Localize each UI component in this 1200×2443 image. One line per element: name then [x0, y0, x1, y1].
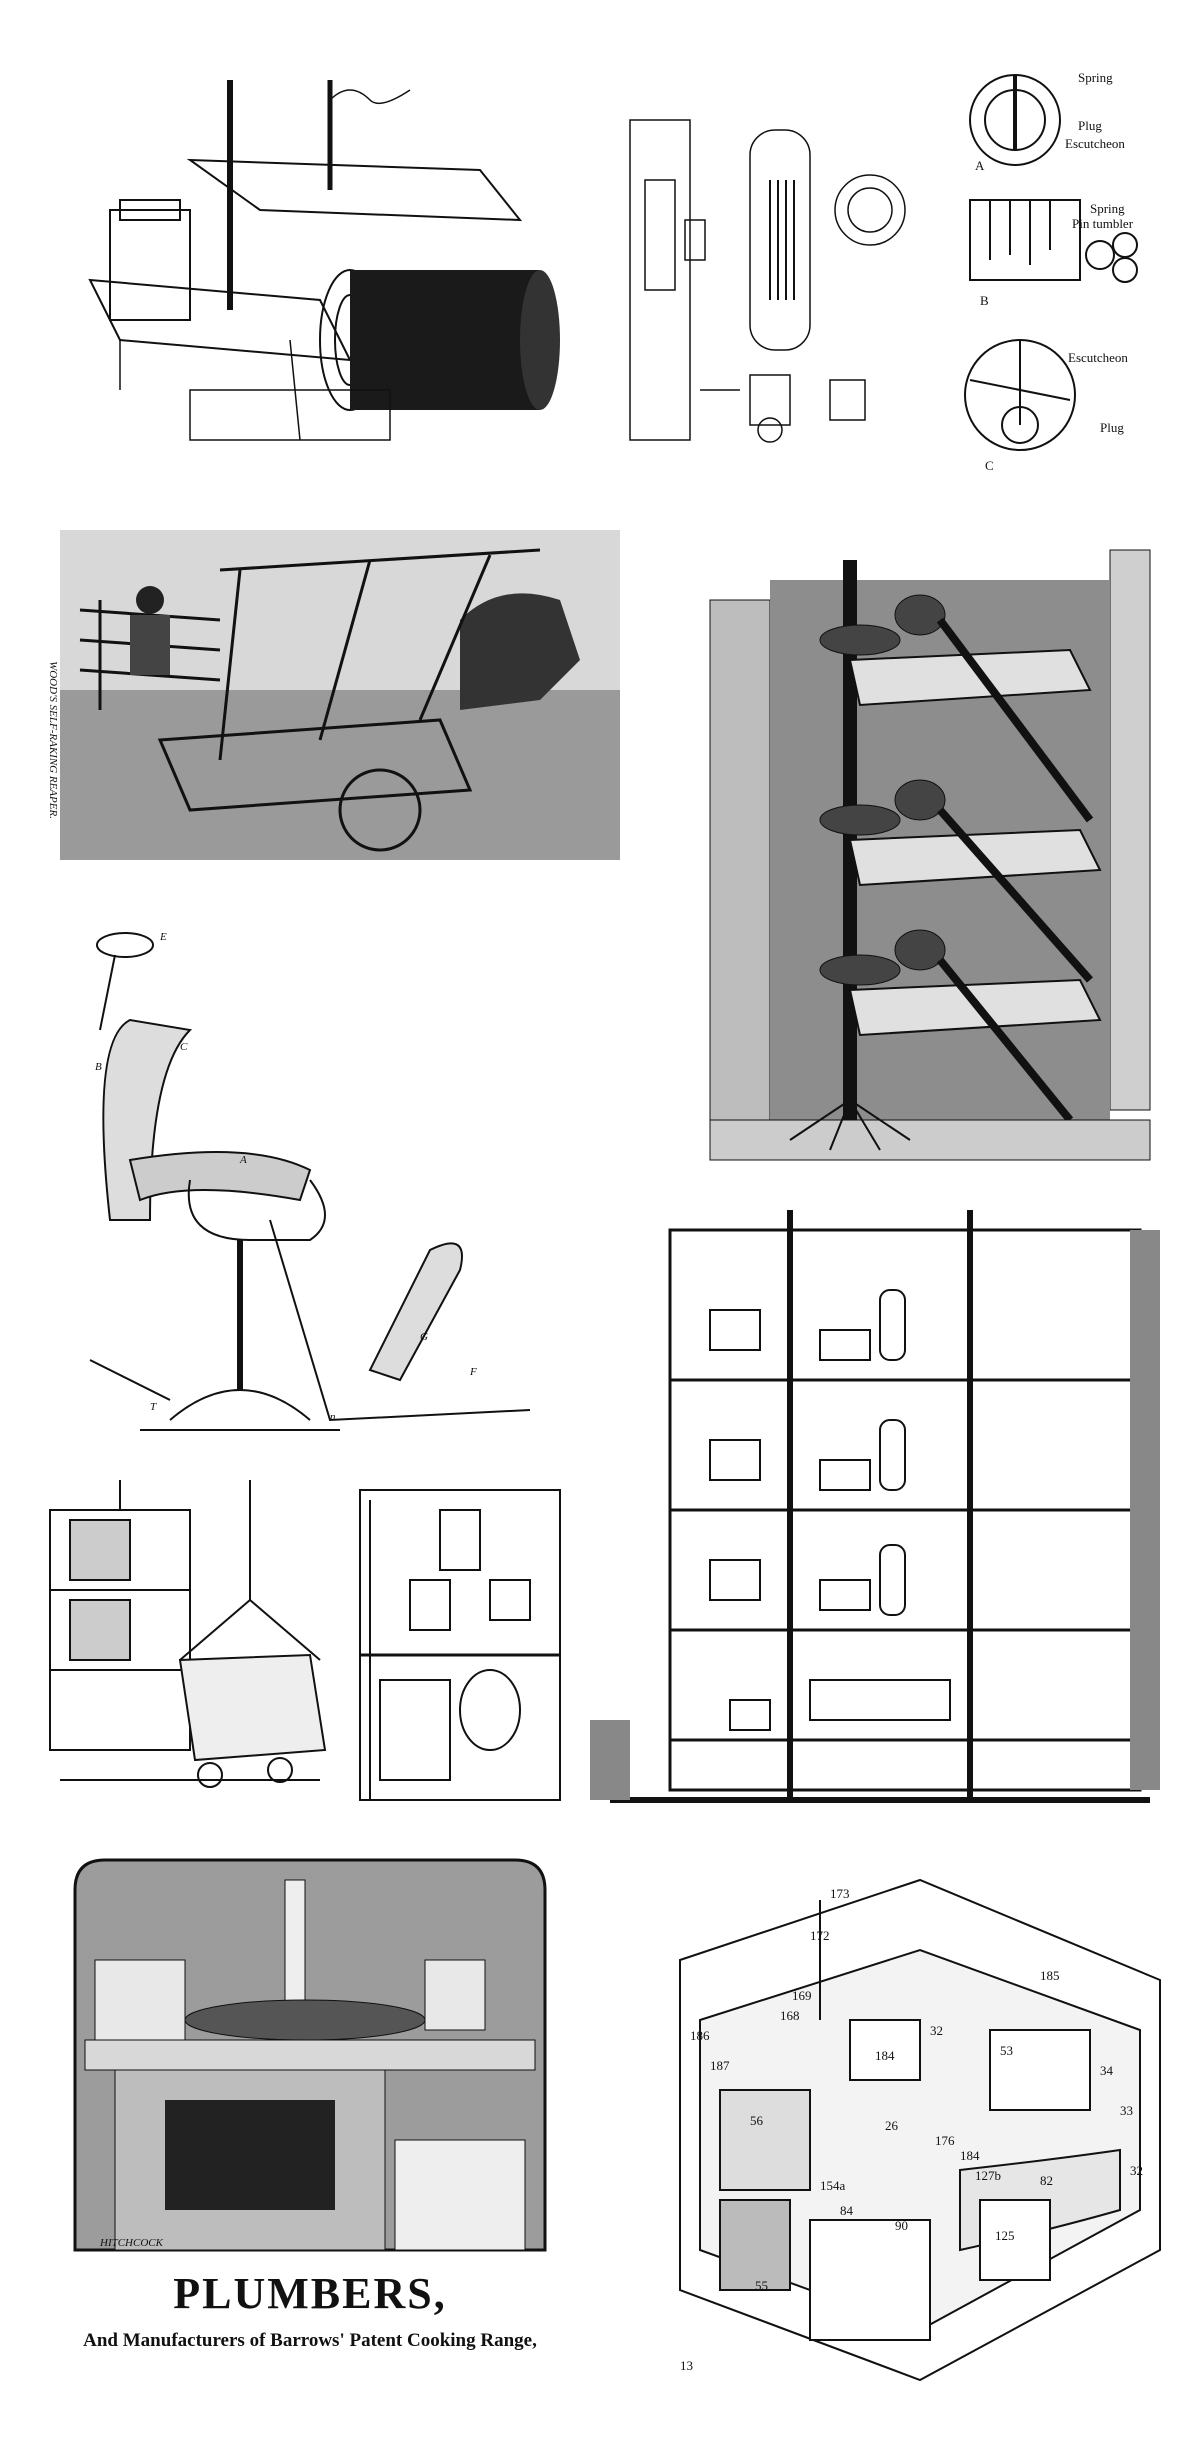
cabin-num-168: 168 — [780, 2008, 800, 2023]
cabin-num-32b: 32 — [1130, 2163, 1143, 2178]
chair-letter-t: T — [150, 1401, 157, 1413]
cabin-num-56: 56 — [750, 2113, 764, 2128]
lock-b-pin-tumbler-label: Pin tumbler — [1072, 216, 1134, 231]
building-plumbing-section — [590, 1200, 1170, 1840]
chair-letter-g: G — [420, 1331, 428, 1343]
chair-letter-b: B — [95, 1061, 102, 1073]
cabin-num-184a: 184 — [875, 2048, 895, 2063]
cabin-num-176: 176 — [935, 2133, 955, 2148]
lock-c-plug-label: Plug — [1100, 420, 1124, 435]
cooking-range-engraving: HITCHCOCK — [55, 1850, 565, 2260]
cabin-num-173: 173 — [830, 1886, 850, 1901]
plumbers-heading: PLUMBERS, — [173, 2269, 447, 2318]
lock-a-escutcheon-label: Escutcheon — [1065, 136, 1125, 151]
cabin-num-186: 186 — [690, 2028, 710, 2043]
hoisting-car-svg — [49, 1480, 327, 1788]
cabin-num-55: 55 — [755, 2278, 768, 2293]
cabin-num-84: 84 — [840, 2203, 854, 2218]
cabin-num-184b: 184 — [960, 2148, 980, 2163]
cabin-num-82: 82 — [1040, 2173, 1053, 2188]
lock-b-spring-label: Spring — [1090, 201, 1125, 216]
lock-patent-svg — [629, 119, 906, 443]
reaper-engraving: WOOD'S SELF-RAKING REAPER. — [40, 510, 630, 870]
kitchen-signature: HITCHCOCK — [99, 2237, 164, 2249]
cabin-num-172: 172 — [810, 1928, 830, 1943]
lock-c-letter: C — [985, 458, 994, 473]
lock-b-letter: B — [980, 293, 989, 308]
cabin-num-33: 33 — [1120, 2103, 1133, 2118]
lock-patent-drawing — [620, 70, 960, 460]
bathroom-wall-elevation — [350, 1480, 570, 1810]
lock-cylinder-sections: Spring Plug Escutcheon A Spring Pin tumb… — [960, 60, 1170, 480]
cabin-num-90: 90 — [895, 2218, 908, 2233]
cabin-num-32a: 32 — [930, 2023, 943, 2038]
cooking-range-svg: HITCHCOCK — [73, 1858, 547, 2252]
water-mill-cutaway — [690, 520, 1170, 1170]
building-plumbing-svg — [590, 1210, 1160, 1803]
cabin-cutaway-svg: 173 172 185 169 168 184 32 53 34 33 186 … — [679, 1878, 1161, 2382]
cabin-num-127b: 127b — [975, 2168, 1001, 2183]
cabin-num-185: 185 — [1040, 1968, 1060, 1983]
water-mill-svg — [709, 549, 1151, 1161]
lock-a-spring-label: Spring — [1078, 70, 1113, 85]
chair-letter-c: C — [180, 1041, 188, 1053]
cabin-num-53: 53 — [1000, 2043, 1013, 2058]
reclining-chair-patent: E B C A G F T n — [70, 920, 530, 1440]
cabin-isometric-cutaway: 173 172 185 169 168 184 32 53 34 33 186 … — [660, 1870, 1170, 2390]
lock-a-letter: A — [975, 158, 985, 173]
chair-letter-e: E — [159, 931, 167, 943]
cabin-num-169: 169 — [792, 1988, 812, 2003]
reaper-side-caption: WOOD'S SELF-RAKING REAPER. — [47, 661, 59, 819]
cabin-num-34: 34 — [1100, 2063, 1114, 2078]
hoisting-car-drawing — [40, 1480, 330, 1810]
cabin-num-125: 125 — [995, 2228, 1015, 2243]
chair-letter-n: n — [330, 1411, 336, 1423]
cabin-num-13: 13 — [680, 2358, 693, 2373]
lock-c-escutcheon-label: Escutcheon — [1068, 350, 1128, 365]
plumbers-subheading: And Manufacturers of Barrows' Patent Coo… — [83, 2330, 537, 2351]
lock-cylinder-svg: Spring Plug Escutcheon A Spring Pin tumb… — [964, 70, 1138, 473]
cabin-num-154a: 154a — [820, 2178, 846, 2193]
reaper-svg: WOOD'S SELF-RAKING REAPER. — [47, 530, 620, 860]
chair-letter-a: A — [239, 1154, 247, 1166]
cabin-num-26: 26 — [885, 2118, 899, 2133]
bathroom-wall-svg — [359, 1489, 561, 1801]
chair-letter-f: F — [469, 1366, 477, 1378]
lock-a-plug-label: Plug — [1078, 118, 1102, 133]
cabin-num-187: 187 — [710, 2058, 730, 2073]
lathe-machine-illustration — [60, 60, 570, 470]
lathe-machine-drawing — [88, 80, 560, 441]
reclining-chair-svg: E B C A G F T n — [89, 931, 530, 1431]
